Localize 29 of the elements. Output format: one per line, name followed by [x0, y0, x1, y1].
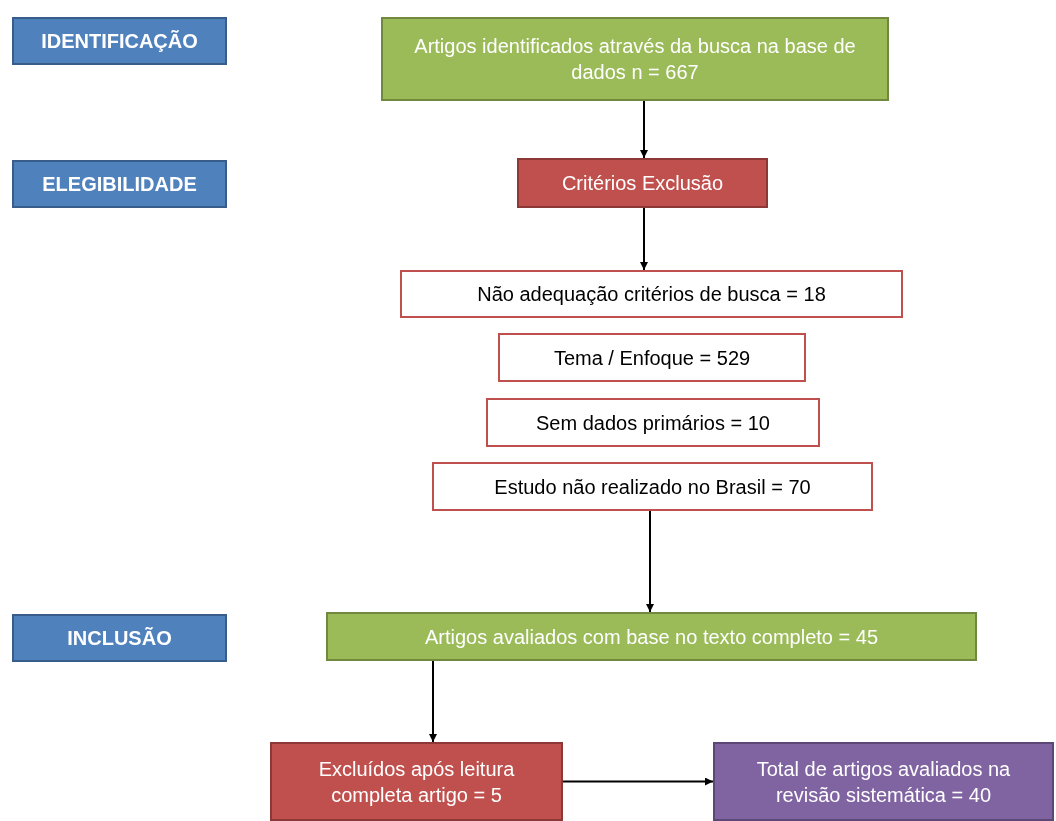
exclusion-box [270, 742, 563, 821]
arrow [640, 207, 648, 271]
node-text: INCLUSÃO [67, 626, 172, 651]
process-box [326, 612, 977, 661]
node-text: Critérios Exclusão [561, 171, 724, 196]
exclusion-box [517, 158, 768, 208]
arrow [429, 660, 437, 743]
result-box [713, 742, 1054, 821]
arrow [646, 510, 654, 613]
criterion-box [400, 270, 903, 318]
criterion-box [486, 398, 820, 447]
node-text: Não adequação critérios de busca = 18 [477, 282, 826, 307]
criterion-box [498, 333, 806, 382]
stage-label [12, 614, 227, 662]
node-text: Estudo não realizado no Brasil = 70 [494, 474, 811, 500]
criterion-box [432, 462, 873, 511]
node-text: Sem dados primários = 10 [536, 410, 770, 436]
stage-label [12, 160, 227, 208]
node-text: IDENTIFICAÇÃO [41, 29, 198, 54]
node-text: Excluídos após leitura completa artigo = 5 [317, 756, 516, 808]
node-text: Total de artigos avaliados na revisão sistemática = 40 [755, 756, 1012, 808]
arrow [562, 777, 714, 786]
process-box [381, 17, 889, 101]
stage-label [12, 17, 227, 65]
node-text: Artigos avaliados com base no texto completo = 45 [424, 624, 878, 650]
node-text: Artigos identificados através da busca na base de dados n = 667 [413, 34, 857, 85]
node-text: ELEGIBILIDADE [42, 172, 197, 197]
node-text: Tema / Enfoque = 529 [553, 345, 751, 371]
arrow [640, 100, 648, 159]
